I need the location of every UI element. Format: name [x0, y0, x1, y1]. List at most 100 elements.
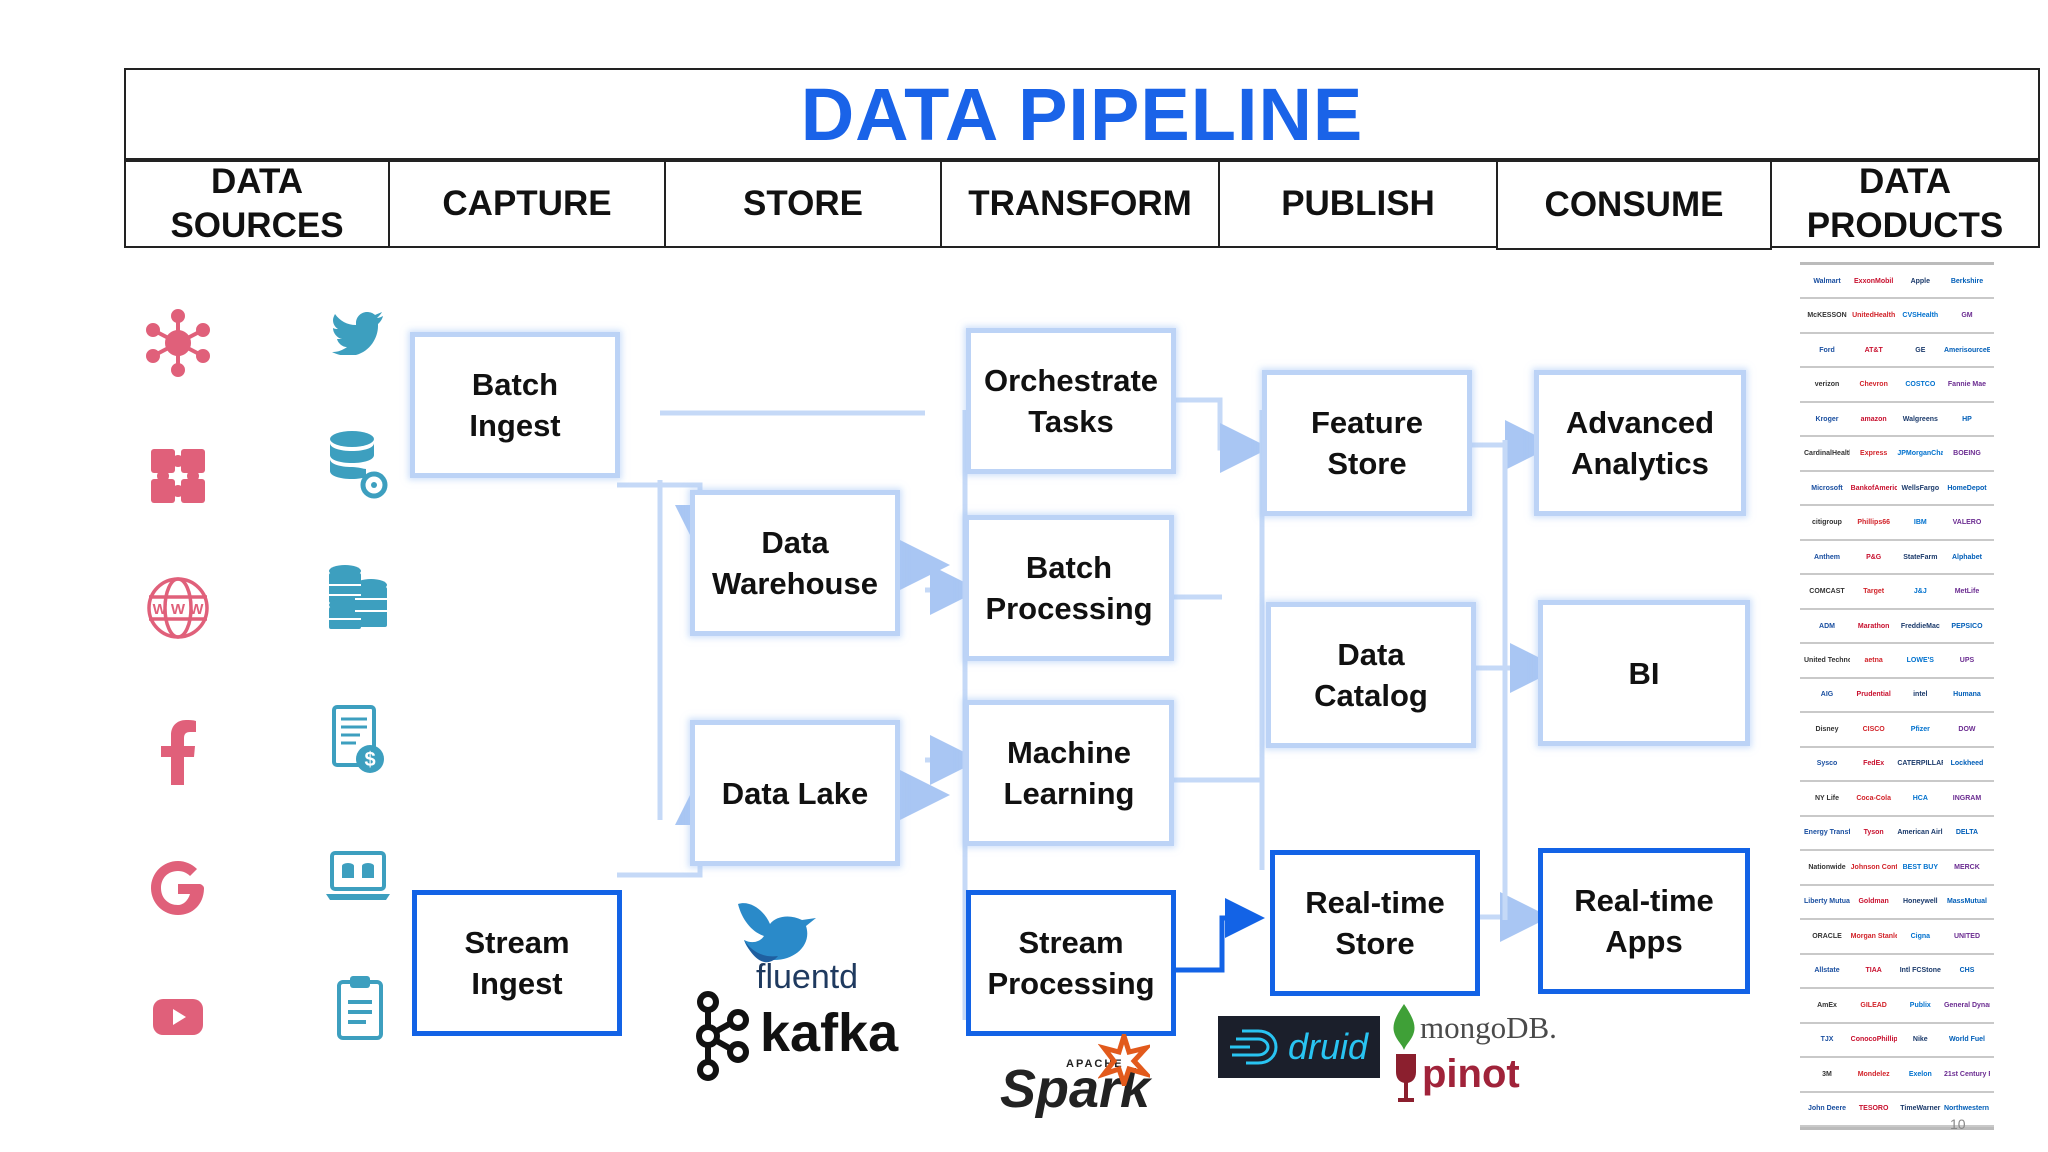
company-logo: Nationwide	[1808, 863, 1846, 871]
company-logo: Sysco	[1816, 760, 1838, 768]
company-logo: AIG	[1820, 691, 1834, 699]
kafka-logo-text: kafka	[760, 1003, 899, 1063]
company-logo: FedEx	[1863, 760, 1885, 768]
company-logo: Mondelez	[1857, 1070, 1890, 1078]
page-number: 10	[1950, 1116, 1966, 1132]
company-logo: J&J	[1913, 588, 1927, 596]
company-logo: MetLife	[1954, 588, 1980, 596]
stream-to-realtime-arrow	[1172, 898, 1265, 973]
company-logo: HP	[1962, 415, 1972, 423]
company-logo: aetna	[1864, 657, 1883, 664]
druid-icon	[1230, 1029, 1278, 1065]
logo-row: CardinalHealthExpressJPMorganChaseBOEING	[1800, 437, 1994, 472]
company-logo: Berkshire	[1950, 277, 1984, 285]
laptop-database-icon	[318, 842, 398, 912]
batch-ingest-box[interactable]: Batch Ingest	[410, 332, 620, 478]
company-logo: Pfizer	[1910, 725, 1930, 733]
company-logo: 21st Century Fox	[1943, 1070, 1990, 1078]
company-logo: AmerisourceBergen	[1943, 346, 1990, 354]
company-logo: TimeWarner	[1900, 1105, 1941, 1113]
data-catalog-box[interactable]: Data Catalog	[1266, 602, 1476, 748]
header-data-sources: DATA SOURCES	[124, 160, 390, 248]
company-logo: Nike	[1912, 1036, 1928, 1044]
stream-processing-box[interactable]: Stream Processing	[966, 890, 1176, 1036]
machine-learning-box[interactable]: Machine Learning	[964, 700, 1174, 846]
company-logo: Tyson	[1863, 829, 1884, 837]
company-logo: Energy Transfer	[1804, 829, 1850, 837]
data-lake-box[interactable]: Data Lake	[690, 720, 900, 866]
bi-box[interactable]: BI	[1538, 600, 1750, 746]
company-logo: GILEAD	[1860, 1001, 1887, 1009]
company-logo: ConocoPhillips	[1850, 1036, 1897, 1044]
company-logo: 3M	[1822, 1070, 1832, 1078]
orchestrate-tasks-box[interactable]: Orchestrate Tasks	[966, 328, 1176, 474]
company-logo: Chevron	[1859, 381, 1888, 389]
batch-processing-box[interactable]: Batch Processing	[964, 515, 1174, 661]
company-logo: CVSHealth	[1902, 312, 1939, 320]
data-warehouse-box[interactable]: Data Warehouse	[690, 490, 900, 636]
company-logo: citigroup	[1812, 519, 1842, 527]
feature-store-box[interactable]: Feature Store	[1262, 370, 1472, 516]
company-logo: Prudential	[1856, 691, 1891, 699]
company-logo: intel	[1913, 691, 1928, 699]
fluentd-bird-icon	[730, 896, 830, 976]
company-logo: Exelon	[1908, 1070, 1932, 1078]
company-logo: FreddieMac	[1900, 622, 1940, 630]
puzzle-icon	[140, 438, 215, 513]
company-logo: TESORO	[1858, 1105, 1889, 1113]
company-logo: BEST BUY	[1902, 863, 1939, 871]
company-logo: TJX	[1820, 1036, 1834, 1044]
logo-row: TJX ConocoPhillips Nike World Fuel	[1800, 1024, 1994, 1059]
title-box: DATA PIPELINE	[124, 68, 2040, 160]
stream-ingest-box[interactable]: Stream Ingest	[412, 890, 622, 1036]
database-stack-icon	[320, 558, 395, 638]
company-logo: Goldman	[1858, 898, 1889, 906]
spark-star-icon	[1097, 1027, 1154, 1092]
company-logo: AT&T	[1864, 346, 1883, 354]
company-logo: PEPSICO	[1951, 622, 1983, 630]
company-logo: Express	[1860, 450, 1888, 458]
header-publish: PUBLISH	[1218, 160, 1498, 248]
google-icon	[140, 850, 215, 925]
header-capture: CAPTURE	[388, 160, 666, 248]
company-logo: TIAA	[1865, 967, 1882, 975]
druid-logo-text: druid	[1288, 1026, 1369, 1067]
advanced-analytics-box[interactable]: Advanced Analytics	[1534, 370, 1746, 516]
facebook-icon	[140, 712, 215, 792]
company-logo: HCA	[1912, 794, 1928, 802]
database-gear-icon	[320, 425, 395, 505]
company-logo: DELTA	[1955, 829, 1979, 837]
company-logo: GM	[1961, 312, 1973, 320]
header-data-products: DATA PRODUCTS	[1770, 160, 2040, 248]
druid-logo: druid	[1218, 1016, 1380, 1078]
company-logo: UnitedHealth	[1852, 312, 1896, 320]
company-logo: Publix	[1909, 1001, 1931, 1009]
company-logo: John Deere	[1807, 1105, 1847, 1113]
company-logo: CHS	[1959, 967, 1975, 975]
company-logo: MERCK	[1954, 863, 1980, 871]
company-logo: ORACLE	[1812, 932, 1842, 940]
company-logo: Anthem	[1813, 553, 1841, 561]
company-logo: NY Life	[1815, 794, 1839, 802]
pinot-wine-icon	[1392, 1052, 1420, 1104]
company-logo: Walmart	[1813, 277, 1841, 285]
company-logo: verizon	[1814, 381, 1840, 389]
realtime-apps-box[interactable]: Real-time Apps	[1538, 848, 1750, 994]
company-logo: Fannie Mae	[1947, 381, 1987, 389]
company-logo: HomeDepot	[1947, 484, 1987, 492]
company-logo: ExxonMobil	[1854, 277, 1894, 285]
company-logo: Coca-Cola	[1856, 794, 1891, 802]
realtime-store-box[interactable]: Real-time Store	[1270, 850, 1480, 996]
www-globe-icon: W W W	[140, 570, 215, 645]
youtube-icon	[140, 982, 215, 1052]
kafka-icon	[688, 990, 750, 1082]
company-logo: World Fuel	[1948, 1036, 1985, 1044]
